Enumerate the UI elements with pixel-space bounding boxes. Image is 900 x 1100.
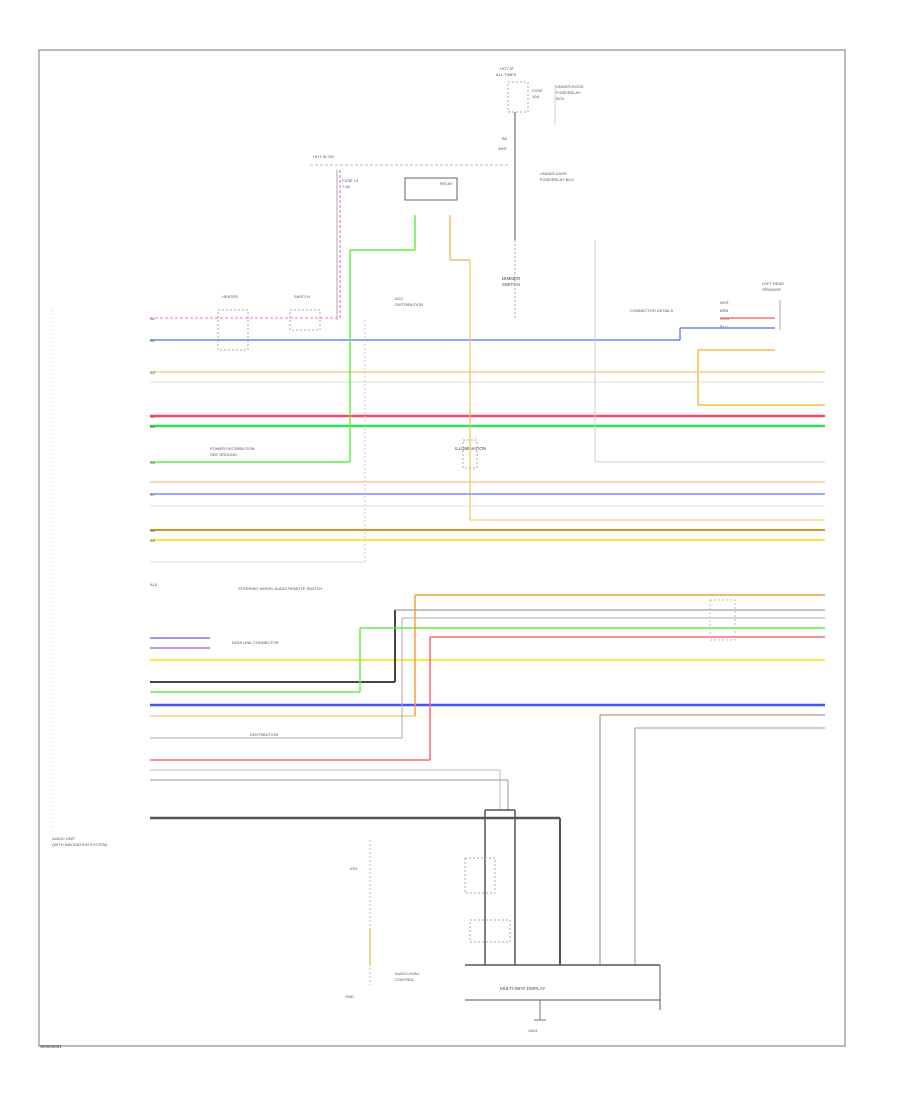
pin-a3: A3 (150, 370, 156, 375)
top-fuse-box-1: UNDER-HOOD (556, 84, 584, 89)
bottom-part-1: AUDIO-HVAC (395, 971, 420, 976)
diagram-frame (38, 49, 846, 1047)
wire-top-2: WHT (498, 146, 508, 151)
top-fuse-label: FUSE (532, 88, 543, 93)
ign-fuse-1: HOT IN ON (313, 154, 334, 159)
rc-1: WHT (720, 300, 730, 305)
left-conn-2: DISTRIBUTION (250, 732, 278, 737)
sw-label-2: SWITCH (502, 282, 520, 287)
left-comp-1: AUDIO UNIT (52, 836, 76, 841)
bottom-component: MULTI-INFO DISPLAY (500, 986, 545, 991)
left-conn-1: SEE GROUND (210, 452, 237, 457)
left-pin-labels: A1 A2 A3 A4 A5 A6 A7 A8 A9 A10 (150, 316, 158, 587)
ign-fuse-3: 7.5A (342, 184, 351, 189)
sw2-label: SWITCH (294, 294, 310, 299)
left-component-label: AUDIO UNIT (WITH NAVIGATION SYSTEM) (51, 310, 108, 847)
pin-a9: A9 (150, 538, 156, 543)
pin-a10: A10 (150, 582, 158, 587)
top-fuse-box (507, 81, 529, 113)
wire-bundle-upper: STEERING WHEEL AUDIO REMOTE SWITCH POWER… (150, 215, 825, 591)
top-fuse-group: HOT AT ALL TIMES FUSE 10A UNDER-HOOD FUS… (496, 66, 584, 240)
junction-2: FUSE/RELAY BOX (540, 177, 574, 182)
pin-a4: A4 (150, 414, 156, 419)
mid-conn-1: ACC (395, 296, 404, 301)
bottom-left-1: IGN (350, 866, 357, 871)
ground-label: G401 (528, 1028, 539, 1033)
note1: CONNECTOR DETAILS (630, 308, 674, 313)
note3: POWER DISTRIBUTION (210, 446, 255, 451)
bottom-group: MULTI-INFO DISPLAY AUDIO-HVAC CONTROL IG… (345, 809, 661, 1033)
frame-code: W0000001 (40, 1044, 62, 1049)
switch-group: HEATER SWITCH ACC DISTRIBUTION (217, 294, 423, 351)
right-upper-group: LEFT REAR SPEAKER CONNECTOR DETAILS WHT … (630, 281, 825, 406)
pin-a5: A5 (150, 424, 156, 429)
sw1-label: HEATER (222, 294, 238, 299)
bottom-part-2: CONTROL (395, 977, 415, 982)
relay-box (404, 177, 458, 201)
top-fuse-line2: ALL TIMES (496, 72, 517, 77)
pin-a8: A8 (150, 528, 156, 533)
sw-label-1: DIMMER (502, 276, 521, 281)
top-fuse-line1: HOT AT (500, 66, 515, 71)
right-top-1: LEFT REAR (762, 281, 784, 286)
pin-a6: A6 (150, 460, 156, 465)
pin-a1: A1 (150, 316, 156, 321)
top-fuse-box-2: FUSE/RELAY (556, 90, 581, 95)
pin-a7: A7 (150, 492, 156, 497)
rc-4: BLU (720, 324, 728, 329)
note4: DATA LINK CONNECTOR (232, 640, 279, 645)
top-fuse-rating: 10A (532, 94, 539, 99)
note2: STEERING WHEEL AUDIO REMOTE SWITCH (238, 586, 322, 591)
ign-fuse-2: FUSE 14 (342, 178, 359, 183)
wire-bundle-lower: DATA LINK CONNECTOR DISTRIBUTION (150, 594, 825, 965)
rc-2: BRN (720, 308, 729, 313)
pin-a2: A2 (150, 338, 156, 343)
ignition-group: HOT IN ON FUSE 14 7.5A UNDER-DASH FUSE/R… (310, 154, 574, 469)
junction-1: UNDER-DASH (540, 171, 567, 176)
wire-top-1: B5 (502, 136, 508, 141)
left-comp-2: (WITH NAVIGATION SYSTEM) (52, 842, 108, 847)
top-fuse-box-3: BOX (556, 96, 565, 101)
relay-label: RELAY (440, 181, 453, 186)
right-top-2: SPEAKER (762, 287, 781, 292)
mid-conn-2: DISTRIBUTION (395, 302, 423, 307)
bottom-left-2: GND (345, 994, 354, 999)
